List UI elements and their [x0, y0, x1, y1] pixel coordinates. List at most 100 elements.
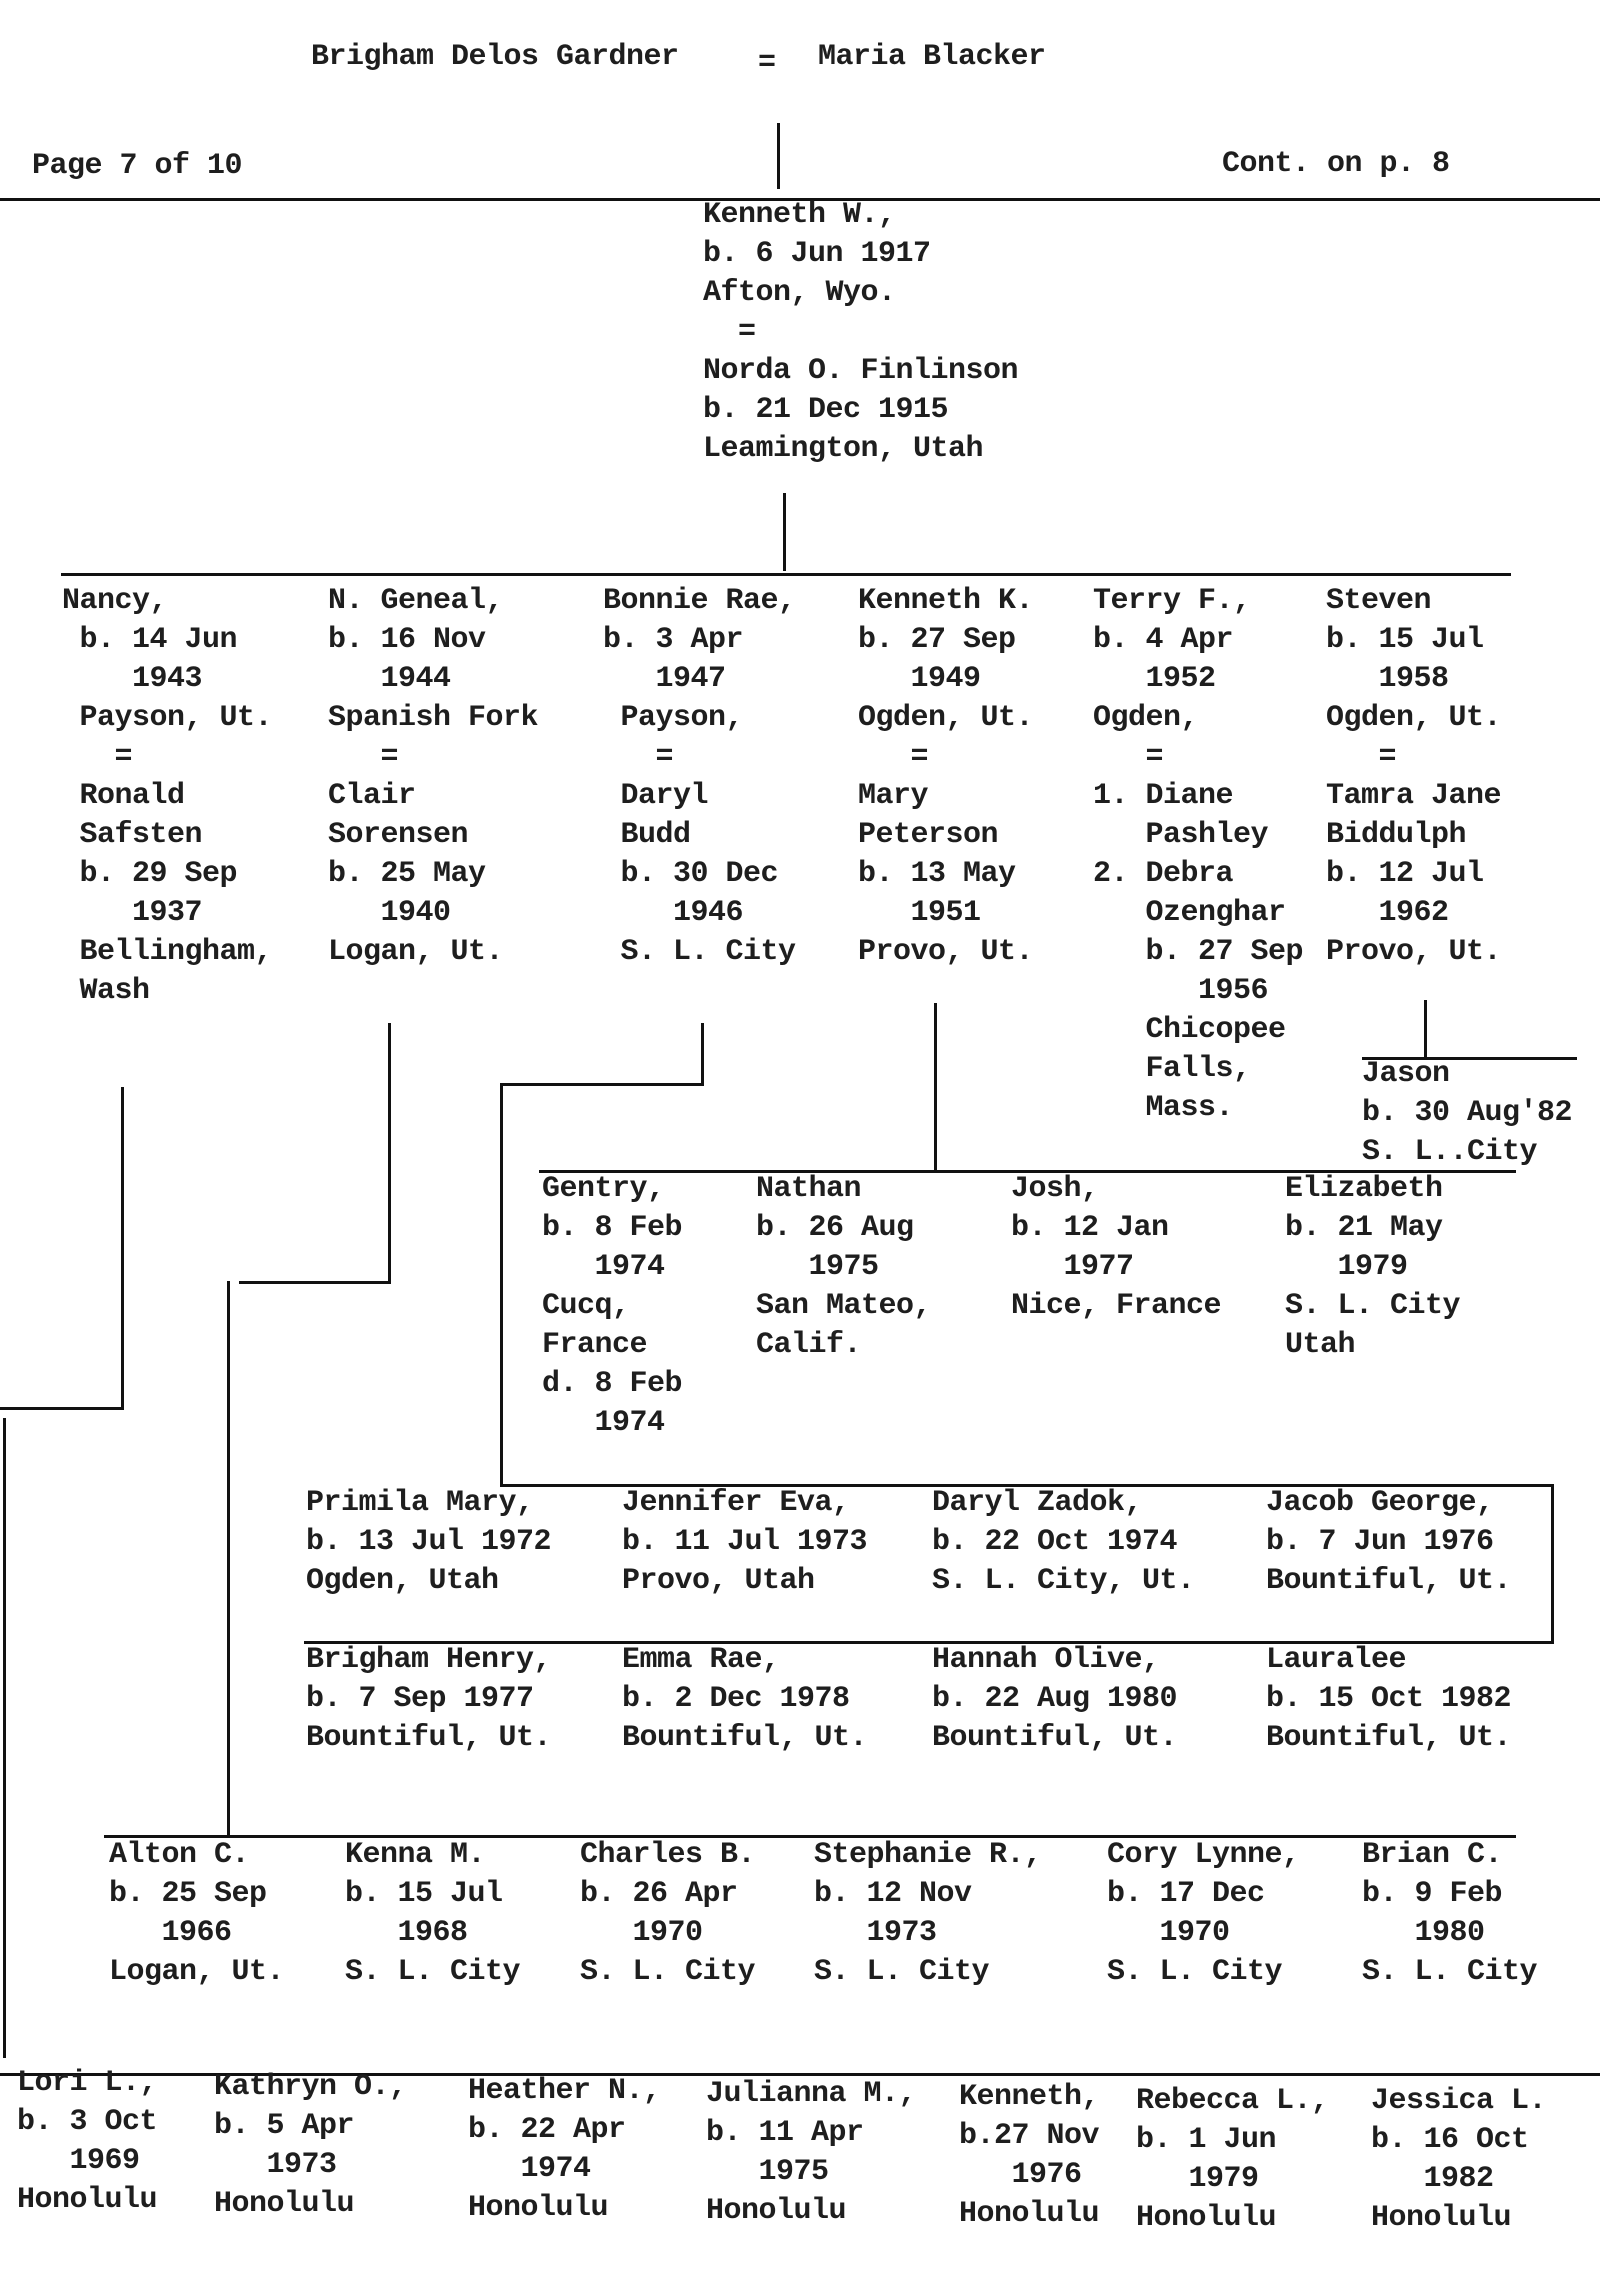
person-detail: Chicopee	[1093, 1013, 1287, 1047]
geneal-connector	[388, 1023, 391, 1283]
person-detail: 1973	[214, 2148, 338, 2182]
person-detail: 1982	[1371, 2162, 1495, 2196]
marriage-symbol: =	[1093, 740, 1164, 774]
person-detail: 1937	[62, 896, 203, 930]
person-detail: 2. Debra	[1093, 857, 1234, 891]
person-name: Lori L.,	[17, 2066, 158, 2100]
geneal-children-line	[104, 1835, 1516, 1838]
person-detail: b. 12 Jul	[1326, 857, 1484, 891]
person-name: Primila Mary,	[306, 1486, 534, 1520]
person-detail: b. 12 Jan	[1011, 1211, 1169, 1245]
person-detail: Calif.	[756, 1328, 862, 1362]
person-detail: S. L..City	[1362, 1135, 1538, 1169]
person-detail: Logan, Ut.	[109, 1955, 285, 1989]
person-name: Kenna M.	[345, 1838, 486, 1872]
person-detail: b. 30 Aug'82	[1362, 1096, 1573, 1130]
person-detail: Provo, Ut.	[858, 935, 1034, 969]
person-detail: b. 6 Jun 1917	[703, 237, 931, 271]
person-detail: b. 1 Jun	[1136, 2123, 1277, 2157]
person-name: Kathryn O.,	[214, 2070, 407, 2104]
person-detail: France	[542, 1328, 648, 1362]
person-detail: 1974	[468, 2152, 592, 2186]
person-detail: 1977	[1011, 1250, 1135, 1284]
person-detail: Bountiful, Ut.	[1266, 1564, 1512, 1598]
person-detail: Provo, Utah	[622, 1564, 815, 1598]
person-detail: Biddulph	[1326, 818, 1467, 852]
person-detail: Bountiful, Ut.	[306, 1721, 552, 1755]
person-detail: b. 15 Oct 1982	[1266, 1682, 1512, 1716]
marriage-symbol: =	[858, 740, 929, 774]
person-detail: Bellingham,	[62, 935, 273, 969]
person-detail: Honolulu	[706, 2194, 847, 2228]
person-detail: 1975	[706, 2155, 830, 2189]
person-detail: Ronald	[62, 779, 186, 813]
person-detail: 1970	[580, 1916, 704, 1950]
person-detail: Mary	[858, 779, 929, 813]
person-detail: b. 11 Jul 1973	[622, 1525, 868, 1559]
person-detail: b. 27 Sep	[1093, 935, 1304, 969]
person-detail: Payson, Ut.	[62, 701, 273, 735]
father-name: Brigham Delos Gardner	[311, 40, 679, 74]
person-detail: Honolulu	[214, 2187, 355, 2221]
person-name: Nancy,	[62, 584, 168, 618]
person-detail: 1979	[1136, 2162, 1260, 2196]
person-detail: 1973	[814, 1916, 938, 1950]
person-name: Josh,	[1011, 1172, 1099, 1206]
children-line	[61, 573, 1511, 576]
person-detail: 1949	[858, 662, 982, 696]
bonnie-connector	[500, 1083, 503, 1485]
person-name: Cory Lynne,	[1107, 1838, 1300, 1872]
person-detail: b. 16 Nov	[328, 623, 486, 657]
person-detail: Budd	[603, 818, 692, 852]
person-detail: S. L. City	[345, 1955, 521, 1989]
person-detail: Wash	[62, 974, 151, 1008]
person-name: Stephanie R.,	[814, 1838, 1042, 1872]
person-detail: Cucq,	[542, 1289, 630, 1323]
person-detail: 1974	[542, 1250, 666, 1284]
person-detail: 1. Diane	[1093, 779, 1234, 813]
person-detail: Provo, Ut.	[1326, 935, 1502, 969]
person-detail: Ogden,	[1093, 701, 1199, 735]
person-name: Jason	[1362, 1057, 1450, 1091]
person-detail: b. 27 Sep	[858, 623, 1016, 657]
person-detail: Payson,	[603, 701, 744, 735]
person-detail: 1946	[603, 896, 744, 930]
person-detail: b. 15 Jul	[1326, 623, 1484, 657]
person-detail: Falls,	[1093, 1052, 1252, 1086]
steven-children-line	[1362, 1057, 1577, 1060]
person-name: Heather N.,	[468, 2074, 661, 2108]
person-detail: b. 7 Sep 1977	[306, 1682, 534, 1716]
person-detail: Safsten	[62, 818, 203, 852]
person-name: N. Geneal,	[328, 584, 504, 618]
person-name: Kenneth,	[959, 2080, 1100, 2114]
person-detail: Spanish Fork	[328, 701, 539, 735]
person-detail: Honolulu	[1136, 2201, 1277, 2235]
person-name: Kenneth K.	[858, 584, 1034, 618]
person-detail: 1966	[109, 1916, 233, 1950]
person-detail: S. L. City	[580, 1955, 756, 1989]
geneal-connector	[239, 1281, 391, 1284]
steven-children-entry: Jason b. 30 Aug'82 S. L..City	[1362, 1055, 1573, 1172]
person-detail: b. 22 Apr	[468, 2113, 626, 2147]
children-entry: Bonnie Rae,b. 3 Apr 1947 Payson, = Daryl…	[603, 582, 796, 972]
kenneth-k-connector	[934, 1003, 937, 1172]
person-name: Daryl Zadok,	[932, 1486, 1143, 1520]
